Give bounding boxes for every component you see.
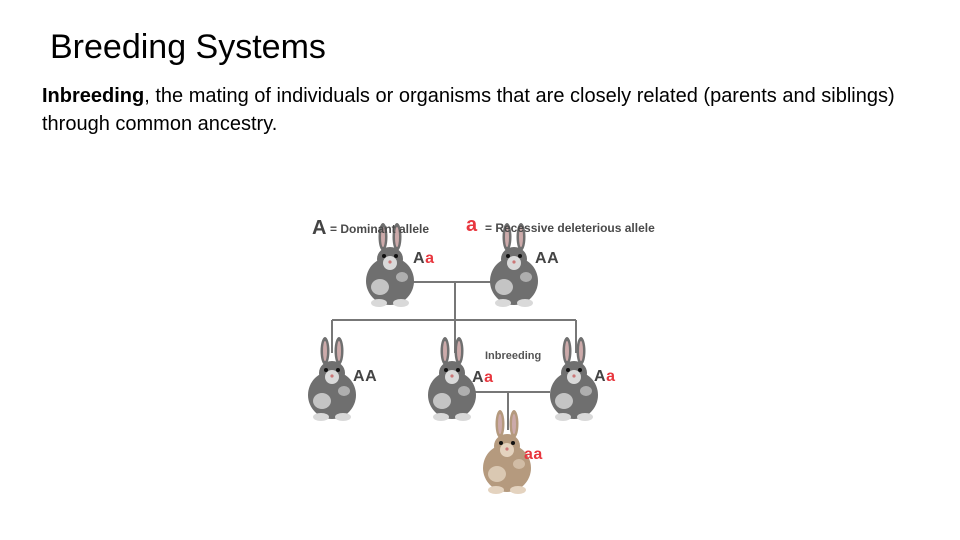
rabbit-child-left	[308, 337, 356, 421]
legend-recessive-symbol: a	[466, 214, 478, 236]
pedigree-lines	[308, 223, 598, 494]
genotype-parent-left: Aa	[413, 250, 435, 267]
rabbit-child-right	[550, 337, 598, 421]
legend-dominant-label: = Dominant allele	[330, 222, 430, 236]
legend-dominant-symbol: A	[312, 217, 327, 239]
rabbit-parent-right	[490, 223, 538, 307]
rabbit-offspring	[483, 410, 531, 494]
genotype-parent-right: AA	[535, 250, 560, 267]
term-inbreeding: Inbreeding	[42, 85, 145, 107]
genotype-child-middle: Aa	[472, 369, 494, 386]
genotype-child-right: Aa	[594, 368, 616, 385]
legend-recessive-label: = Recessive deleterious allele	[485, 221, 655, 235]
slide-body-text: Inbreeding, the mating of individuals or…	[42, 82, 922, 138]
slide-title: Breeding Systems	[50, 28, 326, 66]
rabbit-child-middle	[428, 337, 476, 421]
rabbit-parent-left	[366, 223, 414, 307]
term-definition: , the mating of individuals or organisms…	[42, 85, 895, 135]
inbreeding-label: Inbreeding	[485, 350, 542, 362]
genotype-offspring: aa	[524, 446, 543, 463]
genotype-child-left: AA	[353, 368, 378, 385]
pedigree-figure: A = Dominant allele a = Recessive delete…	[300, 205, 690, 505]
